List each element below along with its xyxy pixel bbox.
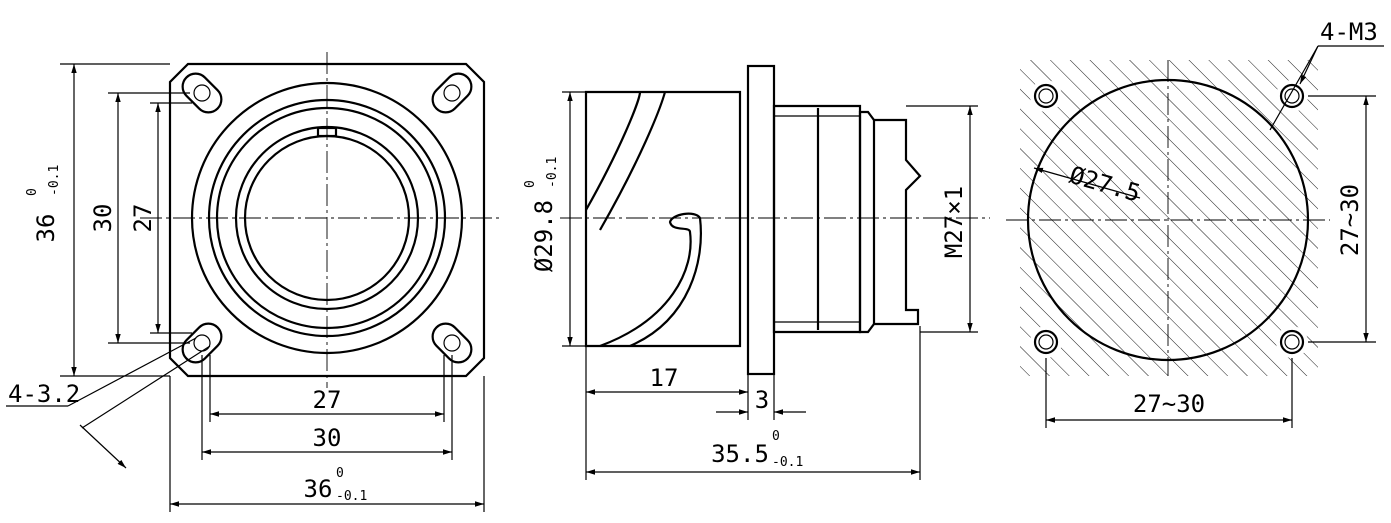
label-height-inner-holes: 27 [129, 204, 157, 233]
dim-flange-thickness [716, 374, 806, 420]
svg-text:35.5: 35.5 [711, 440, 769, 468]
mounting-slot-tl [181, 72, 223, 114]
dim-height-outer-holes [108, 92, 190, 344]
ring-2 [207, 98, 447, 338]
rear-nut [858, 110, 922, 334]
svg-text:-0.1: -0.1 [772, 455, 803, 470]
label-thread-callout: 4-M3 [1320, 18, 1378, 46]
panel-hole-tl [1033, 83, 1059, 109]
key-notch [316, 126, 338, 138]
label-width-outer-holes: 30 [313, 424, 342, 452]
label-hole-callout: 4-3.2 [8, 380, 80, 408]
label-width-overall: 36 0 -0.1 [304, 466, 368, 504]
label-diameter: Ø29.8 0 -0.1 [523, 157, 560, 272]
plug-body [584, 90, 742, 348]
dim-thread [906, 105, 978, 333]
label-height-outer-holes: 30 [89, 204, 117, 233]
leader-hole-callout [6, 337, 211, 469]
dim-hole-spacing-vertical [1308, 95, 1376, 343]
dim-hole-spacing-horizontal [1045, 358, 1293, 428]
svg-text:0: 0 [25, 188, 40, 196]
svg-text:0: 0 [523, 180, 538, 188]
helical-groove-1 [585, 91, 667, 231]
svg-text:0: 0 [772, 429, 780, 444]
ring-3 [215, 106, 439, 330]
label-thread: M27×1 [940, 186, 968, 258]
panel-hatch [1020, 60, 1318, 376]
helical-groove-2 [599, 212, 702, 348]
label-length-overall: 35.5 0 -0.1 [711, 429, 803, 470]
svg-text:Ø29.8: Ø29.8 [530, 200, 558, 272]
front-view: 36 0 -0.1 30 27 27 30 36 0 -0.1 [6, 52, 500, 512]
panel-hole-br [1279, 329, 1305, 355]
dim-diameter [562, 91, 586, 347]
label-flange-thickness: 3 [755, 386, 769, 414]
dim-width-overall [169, 376, 485, 512]
label-hole-spacing-horizontal: 27~30 [1133, 390, 1205, 418]
svg-text:36: 36 [32, 214, 60, 243]
svg-text:0: 0 [336, 466, 344, 481]
label-height-overall: 36 0 -0.1 [25, 165, 62, 243]
leader-cutout-diameter [1033, 167, 1141, 199]
label-length-body: 17 [650, 364, 679, 392]
dim-length-overall [586, 326, 921, 480]
leader-thread-callout [1269, 45, 1384, 131]
label-width-inner-holes: 27 [313, 386, 342, 414]
label-hole-spacing-vertical: 27~30 [1336, 184, 1364, 256]
mounting-slot-tr [431, 72, 473, 114]
panel-hole-bl [1033, 329, 1059, 355]
dim-height-overall [60, 63, 170, 377]
panel-hole-tr [1279, 83, 1305, 109]
flange [746, 64, 776, 376]
dim-width-outer-holes [201, 355, 453, 460]
panel-cutout-view: Ø27.5 4-M3 27~30 27~30 [1006, 18, 1384, 428]
dim-width-inner-holes [209, 355, 445, 422]
svg-text:-0.1: -0.1 [545, 157, 560, 188]
svg-text:-0.1: -0.1 [336, 489, 367, 504]
mounting-slot-br [431, 322, 473, 364]
dim-height-inner-holes [150, 102, 192, 334]
side-view: Ø29.8 0 -0.1 M27×1 17 3 35.5 [523, 64, 990, 480]
outer-ring [190, 81, 464, 355]
flange-outline [168, 62, 486, 378]
svg-text:-0.1: -0.1 [47, 165, 62, 196]
svg-text:36: 36 [304, 475, 333, 503]
